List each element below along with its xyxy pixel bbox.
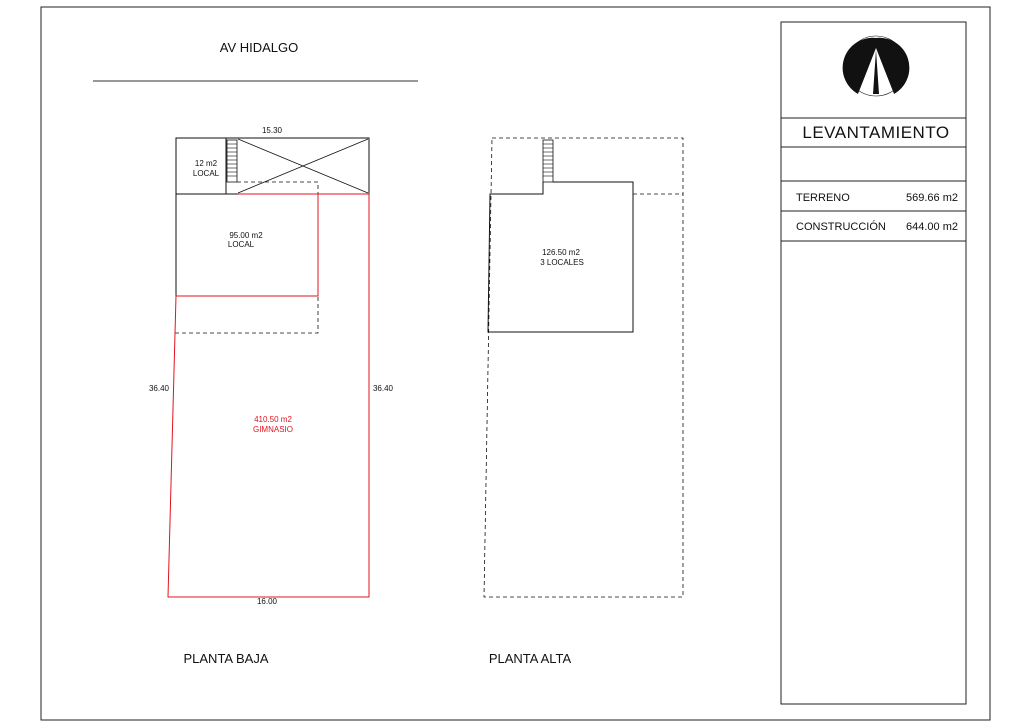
local-small-area: 12 m2 bbox=[195, 159, 218, 168]
north-arrow-icon bbox=[842, 35, 910, 97]
site-outline-alta bbox=[483, 137, 684, 598]
row-label-terreno: TERRENO bbox=[796, 192, 850, 204]
gimnasio-area: 410.50 m2 bbox=[254, 415, 292, 424]
local-area: 95.00 m2 bbox=[229, 231, 263, 240]
planta-baja-label: PLANTA BAJA bbox=[183, 651, 268, 666]
title-block: LEVANTAMIENTO TERRENO 569.66 m2 CONSTRUC… bbox=[780, 21, 967, 705]
local-small-name: LOCAL bbox=[193, 169, 220, 178]
dim-top: 15.30 bbox=[262, 126, 283, 135]
title-block-frame bbox=[780, 21, 967, 705]
upper-floor-projection bbox=[175, 181, 319, 334]
row-value-construccion: 644.00 m2 bbox=[906, 221, 958, 233]
gimnasio-outline bbox=[167, 193, 370, 598]
dim-bottom: 16.00 bbox=[257, 597, 278, 606]
locales-name: 3 LOCALES bbox=[540, 258, 584, 267]
gimnasio-name: GIMNASIO bbox=[253, 425, 293, 434]
local-name: LOCAL bbox=[228, 240, 255, 249]
locales-outline bbox=[487, 181, 634, 333]
title-block-title: LEVANTAMIENTO bbox=[802, 123, 949, 142]
street-label: AV HIDALGO bbox=[220, 40, 299, 55]
stairs-baja bbox=[226, 139, 238, 183]
row-label-construccion: CONSTRUCCIÓN bbox=[796, 220, 886, 233]
dim-right: 36.40 bbox=[373, 384, 394, 393]
row-value-terreno: 569.66 m2 bbox=[906, 192, 958, 204]
planta-alta-label: PLANTA ALTA bbox=[489, 651, 572, 666]
dim-left: 36.40 bbox=[149, 384, 170, 393]
planta-baja-plan: 15.30 16.00 36.40 36.40 12 m2 LOCAL 95.0… bbox=[149, 126, 394, 606]
locales-area: 126.50 m2 bbox=[542, 248, 580, 257]
sheet-border bbox=[40, 6, 991, 721]
planta-alta-plan: 126.50 m2 3 LOCALES bbox=[483, 137, 684, 598]
stairs-alta bbox=[542, 139, 554, 183]
